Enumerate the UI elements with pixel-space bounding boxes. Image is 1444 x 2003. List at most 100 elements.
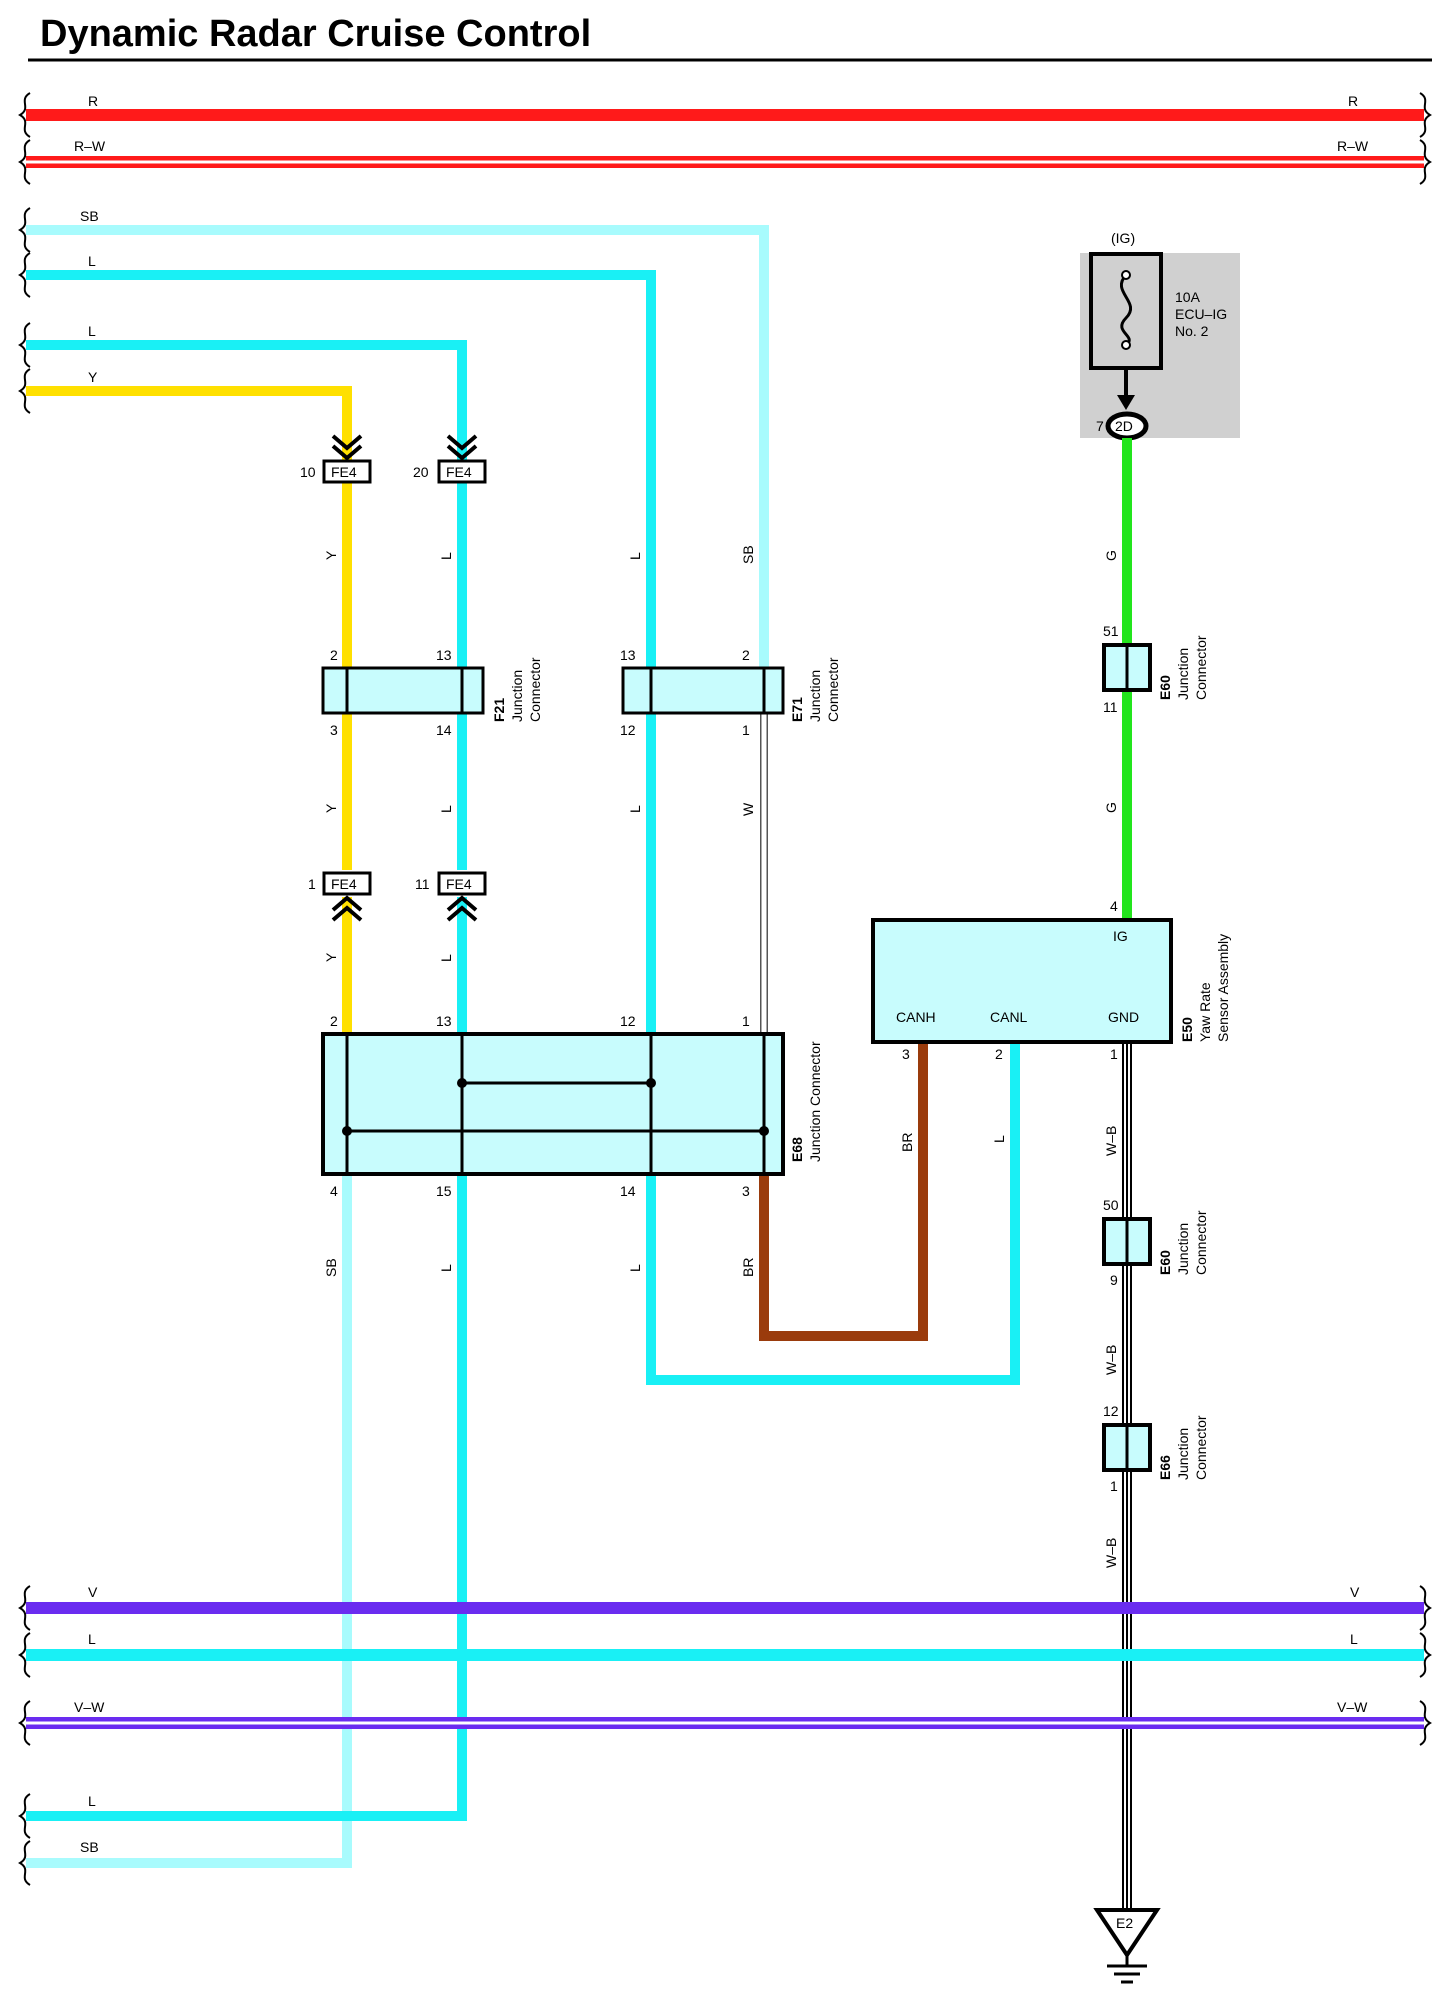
e50-yaw-rate-sensor: IG CANH CANL GND 4 3 2 1 E50 Yaw Rate Se… (871, 898, 1231, 1062)
fe4-box (322, 459, 372, 484)
e50-terminal-canh: CANH (896, 1009, 936, 1025)
wire-label-sb-bottom: SB (80, 1839, 99, 1855)
e60-pin: 9 (1110, 1272, 1118, 1288)
e50-desc2: Sensor Assembly (1215, 934, 1231, 1042)
ground-e2: E2 (1093, 1908, 1161, 1984)
wire-label-y-run2: Y (323, 803, 339, 813)
e66-code: E66 (1157, 1455, 1173, 1480)
e66-junction-connector: 12 1 E66 Junction Connector (1102, 1403, 1209, 1494)
wire-label-wb-run2: W–B (1103, 1345, 1119, 1375)
e68-pin: 13 (436, 1013, 452, 1029)
wire-break-icon (1419, 1700, 1432, 1746)
diagram-title: Dynamic Radar Cruise Control (40, 13, 591, 55)
bus-l-label-right: L (1350, 1631, 1358, 1647)
wire-break-icon (18, 92, 31, 138)
fuse-terminal-icon (1121, 340, 1131, 350)
wire-break-icon (1419, 92, 1432, 138)
e71-desc2: Connector (825, 657, 841, 722)
fuse-header: (IG) (1111, 230, 1135, 246)
ground-label: E2 (1116, 1915, 1133, 1931)
wire-label-l-run2: L (438, 805, 454, 813)
fe4-pin: 11 (415, 876, 430, 892)
e60-code: E60 (1157, 1250, 1173, 1275)
wire-label-wb-run3: W–B (1103, 1538, 1119, 1568)
wire-break-icon (18, 1585, 31, 1631)
splice-dot-icon (342, 1126, 352, 1136)
wire-label-l-run1: L (438, 552, 454, 560)
e50-code: E50 (1179, 1017, 1195, 1042)
fuse-number: No. 2 (1175, 323, 1209, 339)
e68-junction-connector: 2 13 12 1 4 15 14 3 E68 Junction Connect… (321, 1013, 823, 1199)
wire-break-icon (18, 1840, 31, 1886)
e50-pin-canl: 2 (995, 1046, 1003, 1062)
wire-break-icon (18, 368, 31, 414)
e68-body (321, 1032, 785, 1176)
fe4-connector-top-right: FE4 20 (413, 434, 487, 484)
wire-break-icon (1419, 139, 1432, 185)
f21-pin: 3 (330, 722, 338, 738)
e60-desc1: Junction (1175, 1223, 1191, 1275)
fe4-box (322, 871, 372, 896)
e71-junction-connector: 13 2 12 1 E71 Junction Connector (620, 647, 841, 738)
fe4-connector-bottom-left: FE4 1 (308, 871, 372, 922)
splice-dot-icon (759, 1126, 769, 1136)
wire-y-top (26, 386, 352, 460)
e71-body (621, 666, 785, 715)
e60-desc2: Connector (1193, 1210, 1209, 1275)
fuse-rating: 10A (1175, 289, 1201, 305)
e50-pin-ig: 4 (1110, 898, 1118, 914)
wire-label-l-run2-e71: L (627, 805, 643, 813)
bus-r: R R (26, 93, 1424, 121)
e71-pin: 1 (742, 722, 750, 738)
wire-label-sb-run-e71: SB (740, 545, 756, 564)
e68-pin: 14 (620, 1183, 636, 1199)
f21-desc2: Connector (527, 657, 543, 722)
e50-terminal-ig: IG (1113, 928, 1128, 944)
fuse-icon (1119, 273, 1133, 347)
e50-terminal-gnd: GND (1108, 1009, 1139, 1025)
bus-r-label-left: R (88, 93, 98, 109)
e68-code: E68 (789, 1137, 805, 1162)
wire-label-l-canl: L (991, 1135, 1007, 1143)
wire-break-icon (18, 207, 31, 253)
chevron-up-icon (446, 895, 478, 922)
e50-terminal-canl: CANL (990, 1009, 1028, 1025)
bus-rw-label-left: R–W (74, 138, 106, 154)
wire-break-brackets (18, 92, 1432, 1886)
e50-desc1: Yaw Rate (1197, 982, 1213, 1042)
splice-dot-icon (646, 1078, 656, 1088)
bus-v-label-right: V (1350, 1584, 1360, 1600)
fe4-code: FE4 (446, 464, 472, 480)
wire-label-y-top: Y (88, 369, 98, 385)
f21-desc1: Junction (509, 670, 525, 722)
fe4-code: FE4 (331, 464, 357, 480)
e68-pin: 3 (742, 1183, 750, 1199)
e60-pin: 51 (1103, 623, 1119, 639)
wire-l-bottom (26, 1174, 467, 1821)
connector-2d-pin: 7 (1096, 418, 1104, 434)
wire-label-l-run4: L (438, 1264, 454, 1272)
wire-label-sb-run4: SB (323, 1258, 339, 1277)
e66-desc1: Junction (1175, 1428, 1191, 1480)
e68-desc1: Junction Connector (807, 1041, 823, 1162)
bus-vw-label-right: V–W (1337, 1699, 1368, 1715)
fe4-box (437, 459, 487, 484)
f21-pin: 13 (436, 647, 452, 663)
chevron-up-icon (331, 895, 363, 922)
e60-pin: 11 (1103, 699, 1118, 715)
e68-pin: 1 (742, 1013, 750, 1029)
wire-break-icon (1419, 1585, 1432, 1631)
f21-junction-connector: 2 13 3 14 F21 Junction Connector (321, 647, 543, 738)
wire-break-icon (18, 252, 31, 298)
wire-label-wb-run1: W–B (1103, 1126, 1119, 1156)
arrow-down-icon (1117, 395, 1135, 410)
fe4-box (437, 871, 487, 896)
chevron-down-icon (331, 434, 363, 461)
wire-label-br-run4: BR (740, 1258, 756, 1277)
fe4-code: FE4 (331, 876, 357, 892)
bus-v-label-left: V (88, 1584, 98, 1600)
e60-code: E60 (1157, 675, 1173, 700)
f21-body (321, 666, 485, 715)
fe4-connector-top-left: FE4 10 (300, 434, 372, 484)
